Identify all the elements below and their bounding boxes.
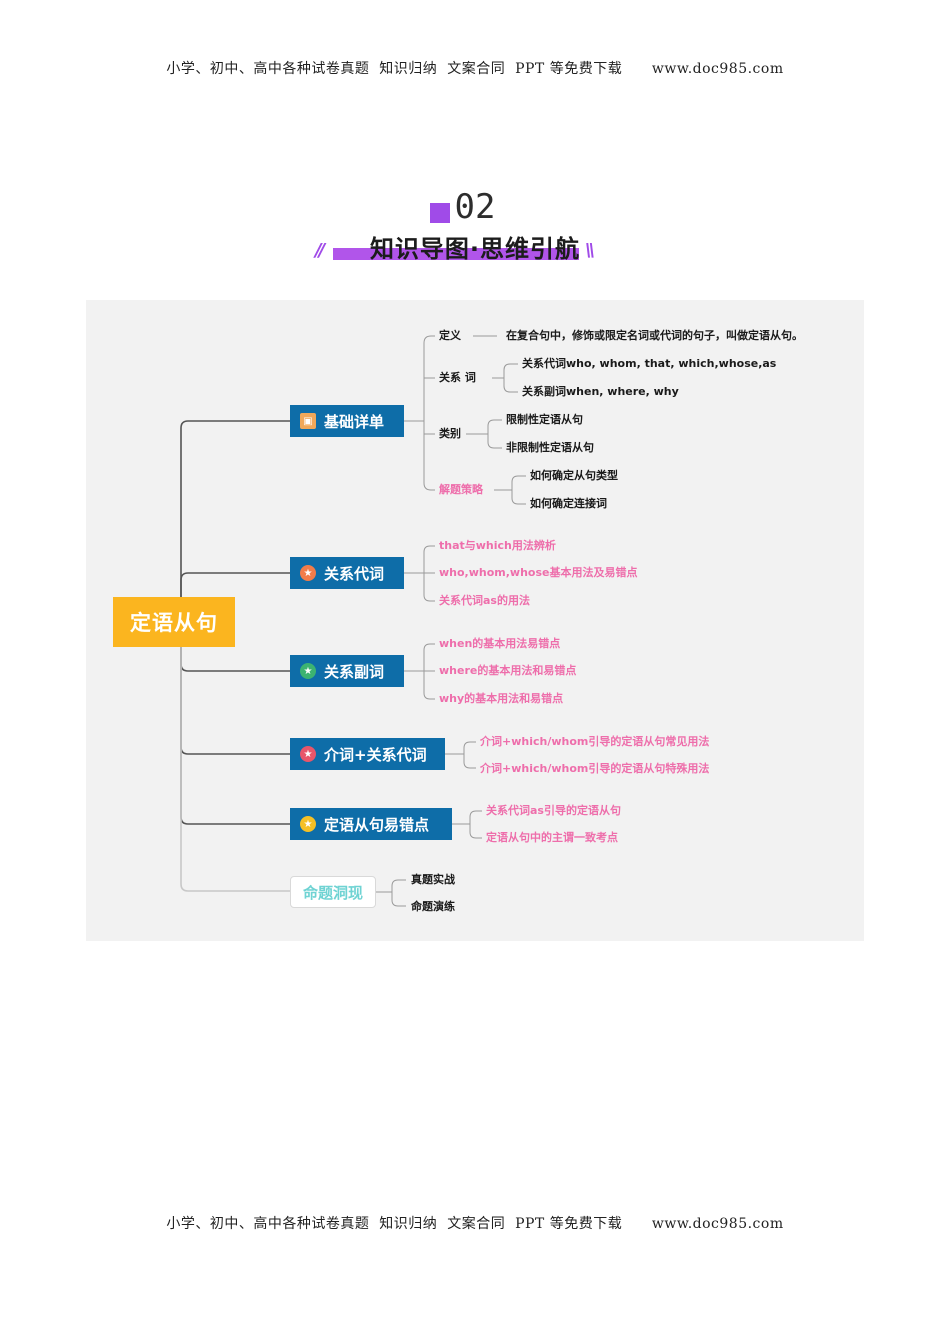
- list-item: 限制性定语从句: [506, 413, 583, 426]
- decor-slash-right: \\: [585, 240, 595, 261]
- root-node: 定语从句: [113, 597, 235, 647]
- branch-preposition-relative: ★ 介词+关系代词: [290, 738, 445, 770]
- section-number: 02: [454, 187, 496, 227]
- list-item: 介词+which/whom引导的定语从句常见用法: [480, 735, 710, 748]
- definition-label: 定义: [439, 329, 461, 342]
- list-item: 真题实战: [411, 873, 455, 886]
- box-icon: ▣: [300, 413, 316, 429]
- star-icon: ★: [300, 663, 316, 679]
- star-icon: ★: [300, 565, 316, 581]
- branch-basics-label: 基础详单: [324, 412, 385, 431]
- decor-slash-left: //: [315, 240, 325, 261]
- mind-map-connectors: [180, 335, 526, 907]
- list-item: 非限制性定语从句: [506, 441, 594, 454]
- star-icon: ★: [300, 816, 316, 832]
- definition-text: 在复合句中，修饰或限定名词或代词的句子，叫做定语从句。: [506, 329, 803, 342]
- section-title-highlight: [333, 248, 579, 260]
- section-number-highlight: [430, 203, 450, 223]
- star-icon: ★: [300, 746, 316, 762]
- branch-common-errors-label: 定语从句易错点: [324, 815, 430, 834]
- list-item: where的基本用法和易错点: [439, 664, 577, 677]
- list-item: 介词+which/whom引导的定语从句特殊用法: [480, 762, 710, 775]
- category-label: 类别: [439, 427, 461, 440]
- list-item: 关系代词as的用法: [439, 594, 530, 607]
- branch-relative-adverb-label: 关系副词: [324, 662, 385, 681]
- branch-common-errors: ★ 定语从句易错点: [290, 808, 452, 840]
- section-title: 知识导图·思维引航: [369, 235, 581, 263]
- branch-exam: 命题洞现: [290, 876, 376, 908]
- mind-map: 定语从句 ▣ 基础详单 ★ 关系代词 ★ 关系副词 ★ 介词+关系代词 ★ 定语…: [86, 300, 864, 941]
- list-item: 关系副词when, where, why: [522, 385, 679, 398]
- list-item: 如何确定从句类型: [530, 469, 618, 482]
- branch-basics: ▣ 基础详单: [290, 405, 404, 437]
- list-item: 如何确定连接词: [530, 497, 607, 510]
- relative-word-label: 关系 词: [439, 371, 476, 384]
- list-item: that与which用法辨析: [439, 539, 556, 552]
- list-item: 定语从句中的主谓一致考点: [486, 831, 618, 844]
- list-item: who,whom,whose基本用法及易错点: [439, 566, 638, 579]
- page-header: 小学、初中、高中各种试卷真题 知识归纳 文案合同 PPT 等免费下载 www.d…: [166, 61, 784, 77]
- branch-relative-pronoun: ★ 关系代词: [290, 557, 404, 589]
- list-item: 关系代词as引导的定语从句: [486, 804, 621, 817]
- branch-preposition-relative-label: 介词+关系代词: [324, 745, 427, 764]
- page-footer: 小学、初中、高中各种试卷真题 知识归纳 文案合同 PPT 等免费下载 www.d…: [166, 1216, 784, 1232]
- list-item: 关系代词who, whom, that, which,whose,as: [522, 357, 777, 370]
- branch-relative-adverb: ★ 关系副词: [290, 655, 404, 687]
- list-item: when的基本用法易错点: [439, 637, 561, 650]
- list-item: 命题演练: [411, 900, 455, 913]
- strategy-label: 解题策略: [439, 483, 483, 496]
- branch-relative-pronoun-label: 关系代词: [324, 564, 385, 583]
- list-item: why的基本用法和易错点: [439, 692, 564, 705]
